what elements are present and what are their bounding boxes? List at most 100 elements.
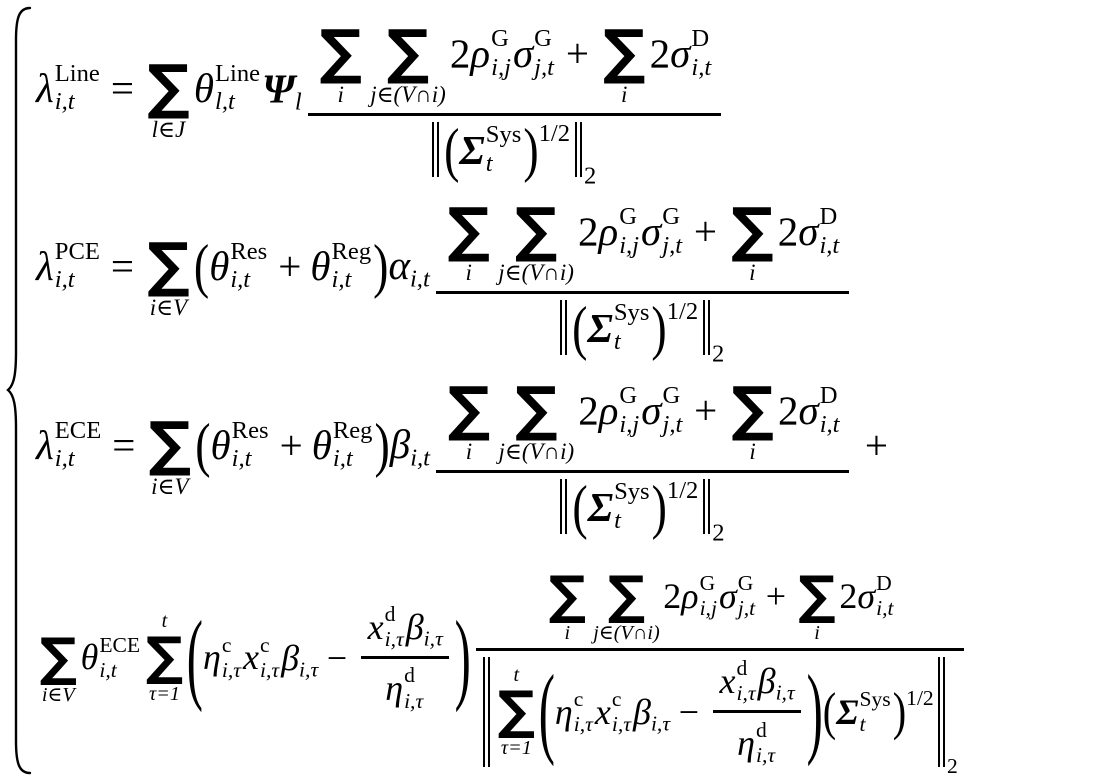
close-paren: ) bbox=[892, 681, 907, 741]
sum-operator-icon: ∑ bbox=[731, 375, 774, 445]
sum-operator-icon: ∑ bbox=[147, 53, 190, 123]
sum-over-j: ∑j∈(V∩i) bbox=[498, 196, 574, 286]
sum-over-nodes: ∑ i∈V bbox=[39, 627, 78, 706]
sum-operator-icon: ∑ bbox=[386, 18, 430, 88]
sum-operator-icon: ∑ bbox=[730, 196, 774, 266]
close-paren: ) bbox=[454, 600, 471, 714]
half-power-exponent: 1/2 bbox=[666, 476, 699, 504]
plus-operator: + bbox=[279, 422, 303, 468]
sum-operator-icon: ∑ bbox=[147, 231, 190, 301]
sum-operator-icon: ∑ bbox=[145, 626, 184, 687]
fraction-bar bbox=[435, 290, 849, 294]
sum-over-i: ∑i bbox=[447, 196, 491, 286]
norm-bars-icon bbox=[560, 300, 568, 355]
norm-bars-icon bbox=[938, 656, 946, 767]
sum-over-i-demand: ∑i bbox=[731, 375, 774, 465]
sum-over-j: ∑j∈(V∩i) bbox=[370, 18, 446, 108]
sum-operator-icon: ∑ bbox=[39, 627, 78, 688]
fraction-bar bbox=[361, 655, 450, 659]
open-paren: ( bbox=[193, 231, 210, 300]
norm-bars-icon bbox=[574, 122, 582, 177]
norm-subscript: 2 bbox=[583, 162, 597, 190]
close-paren: ) bbox=[373, 231, 389, 300]
norm-bars-icon bbox=[703, 479, 711, 534]
plus-operator: + bbox=[694, 387, 718, 434]
sum-over-nodes: ∑ i∈V bbox=[147, 231, 190, 320]
sum-operator-icon: ∑ bbox=[447, 196, 491, 266]
sum-over-i: ∑i bbox=[447, 375, 491, 465]
close-paren: ) bbox=[523, 115, 539, 183]
sum-operator-icon: ∑ bbox=[514, 375, 558, 445]
sum-over-i-demand: ∑i bbox=[602, 18, 646, 108]
half-power-exponent: 1/2 bbox=[538, 119, 571, 147]
equals-sign: = bbox=[112, 422, 136, 468]
close-paren: ) bbox=[651, 472, 667, 540]
alpha-coefficient: αi,t bbox=[388, 241, 430, 292]
open-paren: ( bbox=[822, 681, 837, 741]
